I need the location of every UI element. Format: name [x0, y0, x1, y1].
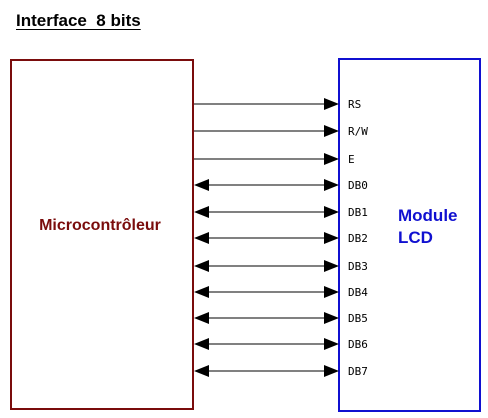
- signal-label-db2: DB2: [348, 232, 368, 245]
- arrowhead-right-e: [324, 153, 339, 165]
- signal-label-rw: R/W: [348, 125, 368, 138]
- signal-label-rs: RS: [348, 98, 361, 111]
- signal-label-db7: DB7: [348, 365, 368, 378]
- signal-label-db0: DB0: [348, 179, 368, 192]
- arrowhead-left-db6: [194, 338, 209, 350]
- microcontroller-label: Microcontrôleur: [39, 217, 161, 234]
- arrowhead-right-rw: [324, 125, 339, 137]
- arrowhead-right-db7: [324, 365, 339, 377]
- arrowhead-right-db5: [324, 312, 339, 324]
- signal-label-db3: DB3: [348, 260, 368, 273]
- arrowhead-right-db3: [324, 260, 339, 272]
- lcd-module-label-line1: Module: [398, 206, 458, 225]
- signal-label-db4: DB4: [348, 286, 368, 299]
- arrowhead-left-db5: [194, 312, 209, 324]
- arrowhead-right-db4: [324, 286, 339, 298]
- arrowhead-right-db1: [324, 206, 339, 218]
- signal-label-db6: DB6: [348, 338, 368, 351]
- signal-label-e: E: [348, 153, 355, 166]
- arrowhead-right-db2: [324, 232, 339, 244]
- arrowhead-left-db7: [194, 365, 209, 377]
- arrowhead-right-db0: [324, 179, 339, 191]
- arrowhead-right-db6: [324, 338, 339, 350]
- signal-label-db5: DB5: [348, 312, 368, 325]
- diagram-title: Interface 8 bits: [16, 11, 141, 30]
- arrowhead-left-db2: [194, 232, 209, 244]
- arrowhead-left-db4: [194, 286, 209, 298]
- lcd-module-label-line2: LCD: [398, 228, 433, 247]
- lcd-module-box: [338, 58, 481, 412]
- arrowhead-left-db1: [194, 206, 209, 218]
- microcontroller-box: [10, 59, 194, 410]
- signal-label-db1: DB1: [348, 206, 368, 219]
- arrowhead-left-db0: [194, 179, 209, 191]
- arrowhead-left-db3: [194, 260, 209, 272]
- arrowhead-right-rs: [324, 98, 339, 110]
